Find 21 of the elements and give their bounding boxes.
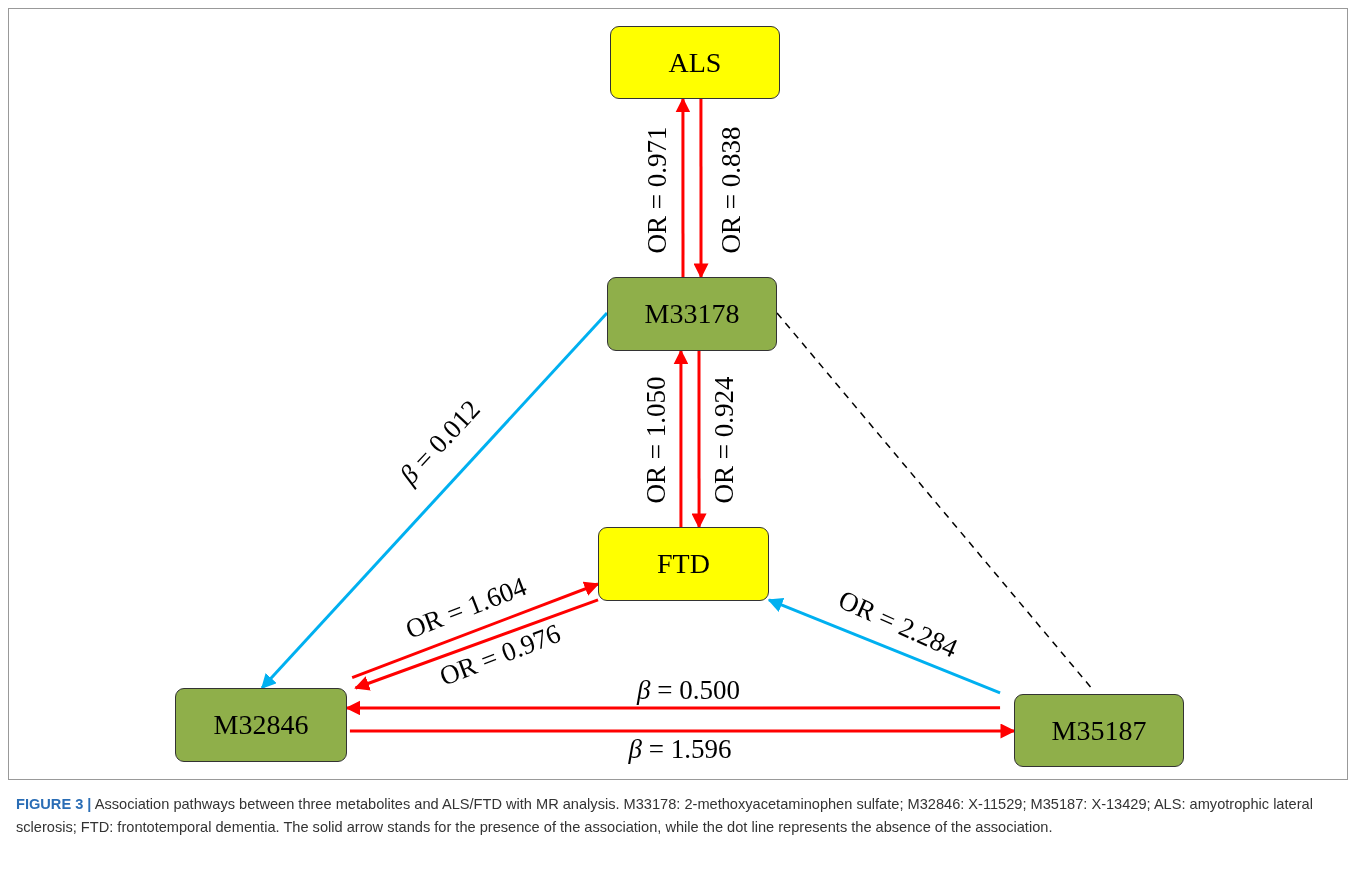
arrow [675,97,691,277]
arrow [693,99,709,279]
node-box [1014,694,1184,767]
node-label: M32846 [213,709,309,741]
arrow [673,349,689,527]
arrow [767,598,1001,695]
node-box [610,26,780,99]
node-label: FTD [657,548,710,580]
arrow [345,700,1001,716]
arrow [260,311,609,690]
figure-caption: FIGURE 3 | Association pathways between three metabolites and ALS/FTD with MR analysis. M33178: 2-methoxyacetaminophen sulfate; M32846: X-11529; M35187: X-13429; ALS: amyotrophic lateral sclerosis; FTD: frontotemporal dementia. The solid arrow stands for the presence of the association, while the dot line represents the absence of the association. [16,795,1314,837]
node-label: M35187 [1051,714,1147,747]
arrow [349,723,1016,739]
node-box [607,277,777,351]
node-label: M33178 [644,298,740,330]
arrow [691,351,707,529]
arrow [351,581,600,680]
node-label: ALS [668,46,722,79]
node-box [175,688,347,762]
node-box [598,527,769,601]
arrow [354,598,599,691]
